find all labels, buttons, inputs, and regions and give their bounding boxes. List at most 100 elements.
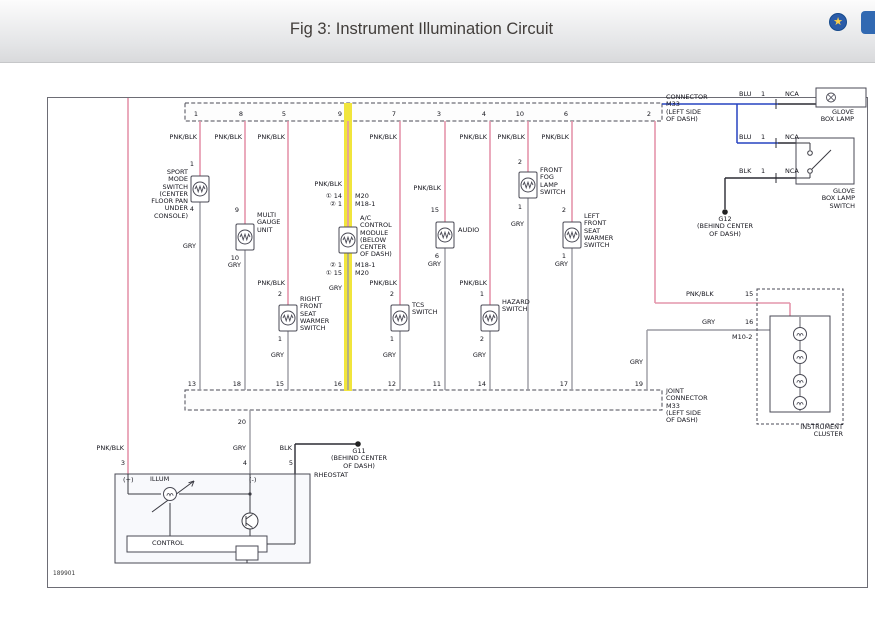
wire-color-label: NCA [785,90,799,98]
component-pin-ref: ② 1 [329,261,342,269]
connector-ref: M18-1 [355,261,376,269]
illum-bulb-icon [163,487,177,501]
bottom-bus-pin: 11 [432,380,441,388]
wire-color-label: PNK/BLK [497,133,525,141]
wire-pin-label: 1 [761,133,766,141]
glove-box-lamp-label: GLOVE BOX LAMP [820,108,854,124]
bottom-bus-pin: 19 [634,380,643,388]
component-name-sport-mode-switch: SPORT MODE SWITCH (CENTER FLOOR PAN UNDE… [151,168,188,220]
cluster-lamp-icon [793,350,807,364]
bottom-bus-pin: 14 [477,380,486,388]
gry-wires [199,198,772,474]
wire-color-label: PNK/BLK [459,279,487,287]
wire-color-label: GRY [227,261,241,269]
cluster-lamp-icon [793,396,807,410]
connector-ref: M10-2 [732,333,753,341]
bottom-bus-pin: 17 [559,380,568,388]
title-bar: Fig 3: Instrument Illumination Circuit ★ [0,0,875,63]
multi-gauge-unit-symbol [235,223,255,251]
pnk-blk-wires [127,98,791,474]
top-connector-label: CONNECTOR M33 (LEFT SIDE OF DASH) [666,93,708,123]
component-name-multi-gauge-unit: MULTI GAUGE UNIT [257,211,281,234]
cluster-lamp-icon [793,374,807,388]
polarity-label: (-) [249,476,257,484]
wire-color-label: GRY [554,260,568,268]
component-pin-ref: ② 1 [329,200,342,208]
wire-color-label: GRY [382,351,396,359]
component-name-right-front-seat-warmer-switch: RIGHT FRONT SEAT WARMER SWITCH [300,295,330,333]
bottom-bus-pin: 16 [333,380,342,388]
illum-label: ILLUM [150,475,170,483]
top-bus-pin: 2 [646,110,651,118]
wire-color-label: BLK [739,167,752,175]
left-front-seat-warmer-switch-symbol [562,221,582,249]
top-bus-pin: 4 [481,110,486,118]
wire-color-label: BLU [739,133,752,141]
component-pin: 4 [242,459,247,467]
component-pin: 5 [288,459,293,467]
bottom-bus-pin: 18 [232,380,241,388]
component-pin: 15 [745,290,754,298]
wire-color-label: GRY [702,318,716,326]
cluster-lamp-icon [793,327,807,341]
component-pin: 1 [517,203,522,211]
wire-color-label: PNK/BLK [369,279,397,287]
bottom-bus-connector [184,389,663,411]
g12-ground-dot [722,209,728,215]
component-pin: 2 [277,290,282,298]
component-pin: 2 [517,158,522,166]
figure-code: 189901 [53,571,76,577]
component-pin: 1 [561,252,566,260]
top-bus-pin: 10 [515,110,524,118]
component-pin: 6 [434,252,439,260]
component-pin: 2 [389,290,394,298]
blk-wires [294,103,816,474]
blu-wires [662,103,778,144]
ac-control-module-symbol [338,226,358,254]
polarity-label: (+) [123,476,134,484]
wire-color-label: PNK/BLK [459,133,487,141]
star-icon: ★ [833,15,843,28]
bottom-bus-pin-20: 20 [237,418,246,426]
component-pin: 9 [234,206,239,214]
wire-color-label: GRY [182,242,196,250]
component-pin: 15 [430,206,439,214]
wire-color-label: GRY [270,351,284,359]
ground-label-g11: G11 (BEHIND CENTER OF DASH) [331,447,387,470]
top-bus-connector [184,102,663,122]
component-name-tcs-switch: TCS SWITCH [412,301,438,317]
top-bus-pin: 8 [238,110,243,118]
glove-box-lamp-switch [795,137,855,185]
wire-color-label: PNK/BLK [257,279,285,287]
edge-toolbar-button[interactable] [861,11,875,34]
component-pin-ref: ① 14 [325,192,342,200]
wire-color-label: PNK/BLK [214,133,242,141]
control-label: CONTROL [152,539,184,547]
favorite-star-button[interactable]: ★ [829,13,847,31]
top-bus-pin: 1 [193,110,198,118]
wire-color-label: GRY [472,351,486,359]
component-pin-ref: ① 15 [325,269,342,277]
wire-color-label: NCA [785,133,799,141]
component-pin: 1 [277,335,282,343]
bottom-bus-pin: 12 [387,380,396,388]
tcs-switch-symbol [390,304,410,332]
component-pin: 3 [120,459,125,467]
diagram-border [47,97,868,588]
wire-color-label: PNK/BLK [369,133,397,141]
component-pin: 2 [561,206,566,214]
component-pin: 2 [479,335,484,343]
component-name-front-fog-lamp-switch: FRONT FOG LAMP SWITCH [540,166,566,196]
top-bus-pin: 7 [391,110,396,118]
connector-ref: M20 [355,269,369,277]
glove-box-lamp-switch-label: GLOVE BOX LAMP SWITCH [821,187,855,210]
hazard-switch-symbol [480,304,500,332]
wire-color-label: PNK/BLK [541,133,569,141]
wire-color-label: PNK/BLK [413,184,441,192]
wire-color-label: GRY [232,444,246,452]
rheostat-label: RHEOSTAT [314,471,349,479]
wire-color-label: GRY [427,260,441,268]
component-name-ac-control-module: A/C CONTROL MODULE (BELOW CENTER OF DASH… [360,214,392,259]
wire-color-label: PNK/BLK [169,133,197,141]
